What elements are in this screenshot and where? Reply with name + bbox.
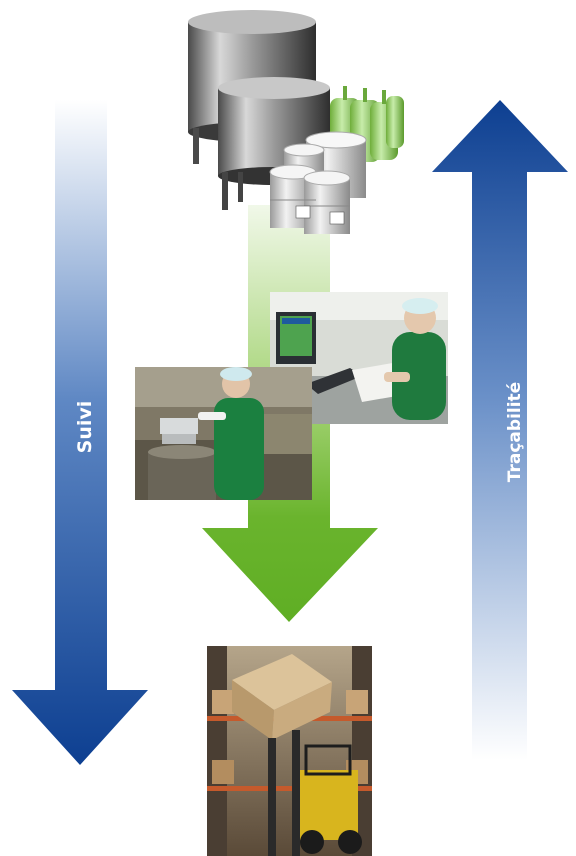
suivi-label: Suivi — [74, 400, 96, 454]
technician-weighing-material-photo — [135, 367, 312, 500]
tracabilite-arrow-shape — [432, 100, 568, 760]
suivi-arrow — [12, 100, 148, 765]
tracabilite-arrow — [432, 100, 568, 760]
drums — [269, 131, 367, 234]
storage-tanks-and-drums-illustration — [188, 10, 404, 234]
forklift-in-warehouse-photo — [207, 646, 372, 856]
tracabilite-label: Traçabilité — [505, 381, 525, 483]
suivi-arrow-shape — [12, 100, 148, 765]
